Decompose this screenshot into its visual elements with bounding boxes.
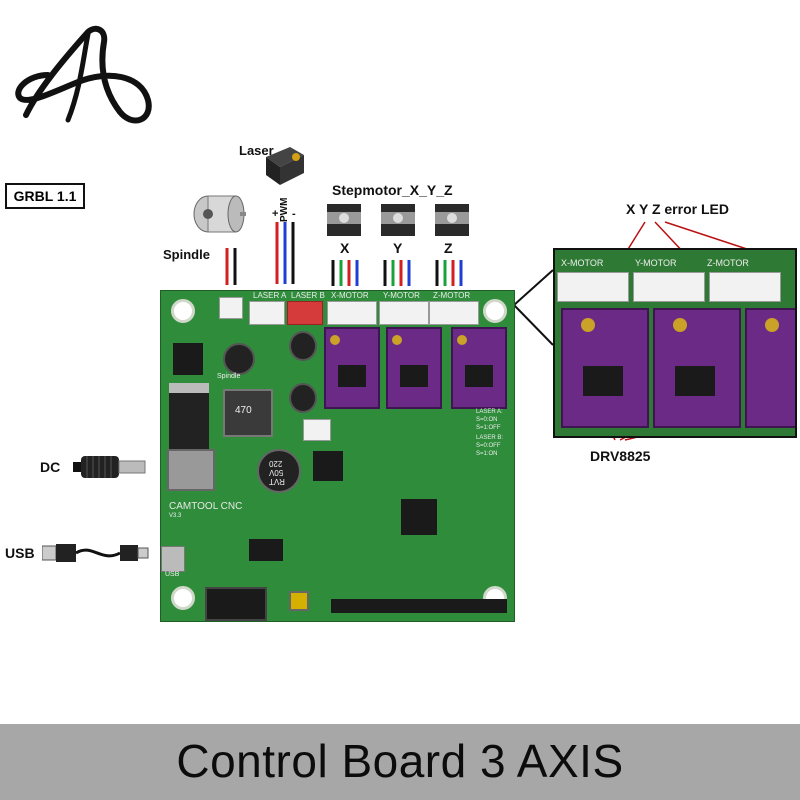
- stepmotor-label: Stepmotor_X_Y_Z: [332, 182, 453, 198]
- zoom-z-connector: [709, 272, 781, 302]
- capacitor-large: 220 50V RVT: [257, 449, 301, 493]
- z-motor-connector: [429, 301, 479, 325]
- y-axis-label: Y: [393, 240, 403, 256]
- laser-a-silk: LASER A: [253, 291, 287, 300]
- y-motor-silk: Y-MOTOR: [383, 291, 420, 300]
- laser-a-connector: [249, 301, 285, 325]
- zoom-y-motor-silk: Y-MOTOR: [635, 258, 677, 268]
- spindle-connector: [219, 297, 243, 319]
- zoom-x-motor-silk: X-MOTOR: [561, 258, 604, 268]
- grbl-version-badge: GRBL 1.1: [5, 183, 85, 209]
- version-silk: V3.3: [169, 513, 182, 519]
- capacitor-top: [289, 331, 317, 361]
- drv8825-label: DRV8825: [590, 448, 651, 464]
- brand-silk: CAMTOOL CNC: [169, 501, 243, 512]
- zoom-z-motor-silk: Z-MOTOR: [707, 258, 749, 268]
- usb-chip: [249, 539, 283, 561]
- pin-header: [331, 599, 507, 613]
- control-board: LASER A LASER B X-MOTOR Y-MOTOR Z-MOTOR …: [160, 290, 515, 622]
- error-led-label: X Y Z error LED: [626, 201, 729, 217]
- aux-connector: [303, 419, 331, 441]
- footer-title: Control Board 3 AXIS: [176, 735, 624, 787]
- pwm-plus-label: +: [272, 208, 279, 220]
- spindle-label: Spindle: [163, 247, 210, 262]
- y-motor-connector: [379, 301, 429, 325]
- icsp-header: [205, 587, 267, 621]
- x-motor-silk: X-MOTOR: [331, 291, 369, 300]
- z-axis-label: Z: [444, 240, 453, 256]
- spindle-silk: Spindle: [217, 373, 241, 380]
- usb-label: USB: [5, 545, 35, 561]
- usb-cable-icon: [42, 544, 149, 562]
- laser-module-icon: [266, 147, 304, 185]
- brand-logo-icon: [15, 25, 152, 124]
- x-axis-label: X: [340, 240, 350, 256]
- microcontroller: [401, 499, 437, 535]
- laser-b-connector: [287, 301, 323, 325]
- usb-port: [161, 546, 185, 572]
- laser-label: Laser: [239, 143, 274, 158]
- y-driver: [386, 327, 442, 409]
- x-driver: [324, 327, 380, 409]
- spindle-motor-icon: [193, 195, 246, 233]
- zoom-x-connector: [557, 272, 629, 302]
- zoom-inset: X-MOTOR Y-MOTOR Z-MOTOR: [553, 248, 797, 438]
- usb-silk: USB: [165, 571, 180, 578]
- regulator: [169, 383, 209, 449]
- mosfet: [173, 343, 203, 375]
- zoom-x-driver: [561, 308, 649, 428]
- reset-button: [289, 591, 309, 611]
- zoom-y-driver: [653, 308, 741, 428]
- z-motor-silk: Z-MOTOR: [433, 291, 471, 300]
- capacitor-mid: [289, 383, 317, 413]
- stepper-motors-icon: [327, 204, 469, 236]
- pwm-minus-label: -: [292, 208, 296, 220]
- inductor: 470: [223, 389, 273, 437]
- diode: [313, 451, 343, 481]
- footer-banner: Control Board 3 AXIS: [0, 724, 800, 800]
- laser-b-silk: LASER B: [291, 291, 325, 300]
- zoom-y-connector: [633, 272, 705, 302]
- x-motor-connector: [327, 301, 377, 325]
- dc-plug-icon: [73, 456, 146, 478]
- dc-label: DC: [40, 459, 61, 475]
- zoom-z-driver: [745, 308, 795, 428]
- dc-jack: [167, 449, 215, 491]
- capacitor-small: [223, 343, 255, 375]
- z-driver: [451, 327, 507, 409]
